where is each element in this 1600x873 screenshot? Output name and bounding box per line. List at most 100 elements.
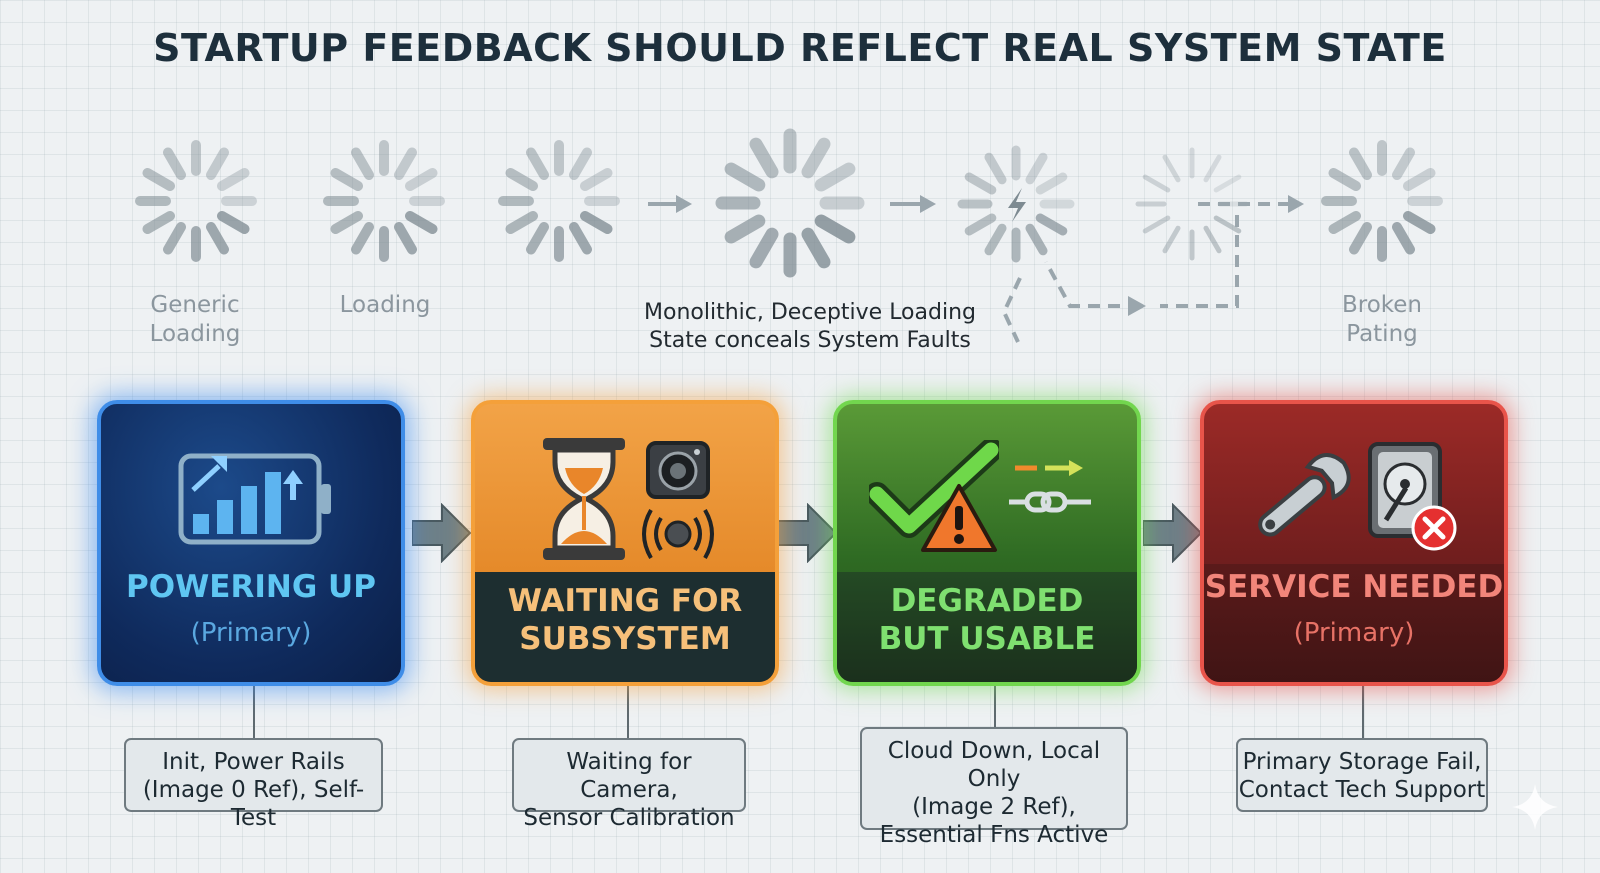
camera-icon xyxy=(645,440,711,505)
spinner-dash xyxy=(1392,147,1415,180)
spinner-dash xyxy=(1162,225,1181,254)
spinner-dash xyxy=(801,227,831,269)
state-title-band xyxy=(837,572,1137,682)
spinner-dash xyxy=(394,147,417,180)
spinner-dash xyxy=(1328,168,1361,191)
arrow-right-icon xyxy=(412,503,472,563)
spinner-dash xyxy=(1035,172,1068,195)
error-icon xyxy=(1410,504,1458,557)
label-generic-loading: Generic Loading xyxy=(149,292,241,347)
spinner-dash xyxy=(814,214,856,244)
spinner-dash xyxy=(724,162,766,192)
warning-icon xyxy=(919,482,999,559)
label-broken-pating: Broken Pating xyxy=(1341,292,1423,347)
spinner-dash xyxy=(206,222,229,255)
battery-charging-icon xyxy=(171,442,341,557)
spinner-dash xyxy=(330,211,363,234)
spinner-dash xyxy=(163,222,186,255)
spinner-dash xyxy=(1392,222,1415,255)
spinner-dash xyxy=(405,168,438,191)
spinner-dash xyxy=(801,137,831,179)
state-title: SERVICE NEEDED xyxy=(1204,569,1504,605)
state-card-service-needed: SERVICE NEEDED (Primary) xyxy=(1200,400,1508,686)
state-card-powering-up: POWERING UP (Primary) xyxy=(97,400,405,686)
spinner-dash xyxy=(1349,222,1372,255)
spinner-icon xyxy=(1316,135,1448,267)
spinner-icon xyxy=(493,135,625,267)
spinner-dash xyxy=(1203,154,1222,183)
spinner-dash xyxy=(569,147,592,180)
spinner-dash xyxy=(526,147,549,180)
spinner-dash xyxy=(505,211,538,234)
connector-line xyxy=(627,686,629,738)
spinner-dash xyxy=(206,147,229,180)
state-card-degraded-but-usable: DEGRADED BUT USABLE xyxy=(833,400,1141,686)
spinner-dash xyxy=(394,222,417,255)
spinner-dash xyxy=(964,172,997,195)
spinner-dash xyxy=(1162,154,1181,183)
state-note: Waiting for Camera, Sensor Calibration xyxy=(512,738,746,831)
spinner-dash xyxy=(330,168,363,191)
label-loading: Loading xyxy=(339,292,431,318)
spinner-dash xyxy=(580,168,613,191)
state-note: Cloud Down, Local Only (Image 2 Ref), Es… xyxy=(860,727,1128,848)
spinner-dash xyxy=(505,168,538,191)
spinner-dash xyxy=(1403,168,1436,191)
spinner-icon xyxy=(712,125,868,281)
arrow-right-icon xyxy=(778,503,838,563)
spinner-dash xyxy=(964,213,997,236)
spinner-dash xyxy=(749,227,779,269)
sparkle-icon xyxy=(1512,784,1558,830)
connector-line xyxy=(253,686,255,738)
check-icon xyxy=(865,438,1003,545)
wrench-icon xyxy=(1232,442,1362,567)
spinner-dash xyxy=(142,168,175,191)
spinner-dash xyxy=(1142,174,1171,193)
state-title: WAITING FOR SUBSYSTEM xyxy=(507,583,743,657)
spinner-dash xyxy=(749,137,779,179)
spinner-dash xyxy=(351,222,374,255)
spinner-dash xyxy=(351,147,374,180)
spinner-dash xyxy=(405,211,438,234)
state-title-band xyxy=(475,572,775,682)
faded-spinner-icon xyxy=(1128,140,1256,268)
spinner-dash xyxy=(984,223,1007,256)
spinner-dash xyxy=(984,152,1007,185)
spinner-dash xyxy=(580,211,613,234)
spinner-dash xyxy=(724,214,766,244)
state-title: DEGRADED BUT USABLE xyxy=(878,583,1096,657)
state-title: POWERING UP xyxy=(126,569,376,605)
spinner-dash xyxy=(1025,223,1048,256)
spinner-dash xyxy=(814,162,856,192)
broken-spinner-icon xyxy=(952,140,1080,268)
state-title-band xyxy=(1204,564,1504,682)
spinner-dash xyxy=(1403,211,1436,234)
lightning-bolt xyxy=(1008,188,1026,222)
spinner-icon xyxy=(130,135,262,267)
spinner-dash xyxy=(1142,215,1171,234)
spinner-dash xyxy=(1328,211,1361,234)
link-icon xyxy=(1007,456,1097,531)
spinner-dash xyxy=(569,222,592,255)
spinner-dash xyxy=(1349,147,1372,180)
spinner-dash xyxy=(1025,152,1048,185)
spinner-icon xyxy=(318,135,450,267)
label-deceptive-loading: Monolithic, Deceptive Loading State conc… xyxy=(644,300,976,353)
spinner-dash xyxy=(142,211,175,234)
page-title: STARTUP FEEDBACK SHOULD REFLECT REAL SYS… xyxy=(153,26,1447,70)
spinner-dash xyxy=(1035,213,1068,236)
spinner-dash xyxy=(217,168,250,191)
connector-line xyxy=(994,686,996,727)
arrow-right-icon xyxy=(1143,503,1203,563)
spinner-dash xyxy=(217,211,250,234)
spinner-dash xyxy=(1203,225,1222,254)
connector-line xyxy=(1362,686,1364,738)
state-card-waiting-for-subsystem: WAITING FOR SUBSYSTEM xyxy=(471,400,779,686)
state-note: Primary Storage Fail, Contact Tech Suppo… xyxy=(1236,738,1488,812)
spinner-dash xyxy=(1213,215,1242,234)
state-subtitle: (Primary) xyxy=(190,618,312,648)
state-subtitle: (Primary) xyxy=(1293,618,1415,648)
sensor-icon xyxy=(639,506,717,567)
spinner-dash xyxy=(526,222,549,255)
